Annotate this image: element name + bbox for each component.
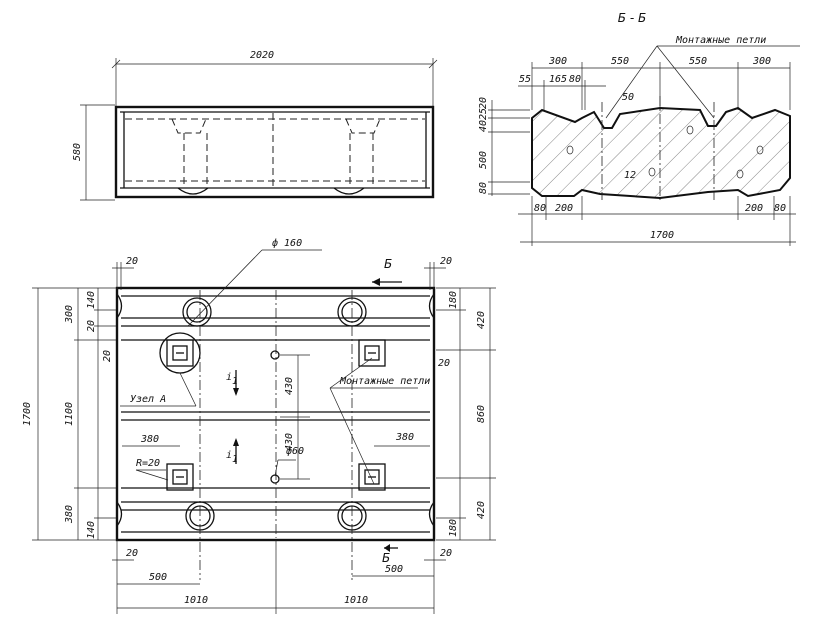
- hole-bottom-left: [185, 501, 215, 531]
- dim-right-180-bottom: 180: [448, 519, 459, 537]
- dim-500: 500: [478, 151, 489, 169]
- lifting-loop-tr: [358, 339, 386, 367]
- dim-165: 165: [549, 74, 567, 85]
- section-bb: Б - Б Монтажные петли 300 550 550 300 55…: [478, 11, 800, 246]
- dim-bottom-20-left: 20: [126, 548, 138, 559]
- plan-loops-label: Монтажные петли: [339, 376, 430, 387]
- dim-bottom-500-right: 500: [385, 564, 403, 575]
- dim-bottom-200-left: 200: [555, 203, 573, 214]
- dim-80: 80: [569, 74, 581, 85]
- hole-diameter-label: ф 160: [272, 237, 302, 249]
- dim-430-top: 430: [284, 377, 295, 395]
- section-loops-label: Монтажные петли: [675, 35, 766, 46]
- dim-left-380: 380: [64, 505, 75, 524]
- dim-bottom-500-left: 500: [149, 572, 167, 583]
- small-hole-label: ф60: [286, 445, 304, 457]
- axis-i1-top: i: [226, 372, 232, 383]
- dim-right-20: 20: [438, 358, 450, 369]
- dim-300-left: 300: [548, 56, 567, 67]
- dim-430-bottom: 430: [284, 433, 295, 451]
- section-mark-top: Б: [384, 257, 392, 271]
- dim-right-420-top: 420: [476, 311, 487, 329]
- dim-right-420-bottom: 420: [476, 501, 487, 519]
- axis-i1-bottom: i: [226, 450, 232, 461]
- dim-300-right: 300: [752, 56, 771, 67]
- small-hole-bottom: [270, 474, 280, 484]
- hole-top-right: [337, 297, 367, 327]
- dim-left-140-bottom: 140: [86, 521, 97, 539]
- dim-right-860: 860: [476, 405, 487, 423]
- dim-bottom-80-left: 80: [534, 203, 546, 214]
- lifting-loop-bl: [166, 463, 194, 491]
- axis-i1-bottom-sub: 1: [232, 454, 238, 465]
- dim-25: 25: [478, 108, 489, 120]
- dim-55: 55: [519, 74, 531, 85]
- small-hole-top: [270, 350, 280, 360]
- section-body: [531, 106, 791, 200]
- dim-top-20-right: 20: [440, 256, 452, 267]
- section-mark-bottom: Б: [382, 551, 390, 565]
- rebar-label: 12: [624, 170, 636, 181]
- hole-bottom-right: [337, 501, 367, 531]
- dim-40: 40: [478, 120, 489, 132]
- dim-left-140-top: 140: [86, 291, 97, 309]
- dim-bottom-80-right: 80: [774, 203, 786, 214]
- dim-left-300: 300: [64, 305, 75, 324]
- lifting-loop-br: [358, 463, 386, 491]
- dim-550-right: 550: [689, 56, 707, 67]
- lifting-loop-tl: [166, 339, 194, 367]
- dim-top-20-left: 20: [126, 256, 138, 267]
- dim-left-20-a: 20: [86, 320, 97, 332]
- top-elevation: 2020 580: [72, 50, 438, 201]
- plan-left-total: 1700: [22, 402, 33, 426]
- dim-bottom-200-right: 200: [745, 203, 763, 214]
- dim-left-1100: 1100: [64, 402, 75, 426]
- plan-view: ф 160 Б Б Узел А Монтажные петли i 1 i 1…: [22, 237, 496, 614]
- radius-label: R=20: [136, 458, 160, 469]
- node-a-label: Узел А: [130, 394, 166, 405]
- dim-80-left: 80: [478, 182, 489, 194]
- dim-right-180-top: 180: [448, 291, 459, 309]
- loop-offset-left: 380: [140, 434, 159, 445]
- top-height-dim: 580: [72, 143, 83, 161]
- dim-550-left: 550: [611, 56, 629, 67]
- axis-i1-top-sub: 1: [232, 376, 238, 387]
- section-title: Б - Б: [618, 11, 646, 25]
- loop-offset-right: 380: [395, 432, 414, 443]
- dim-total-1010-left: 1010: [184, 595, 208, 606]
- top-width-dim: 2020: [250, 50, 274, 61]
- dim-20: 20: [478, 97, 489, 109]
- dim-left-20-b: 20: [102, 350, 113, 362]
- section-total-dim: 1700: [650, 230, 674, 241]
- dim-bottom-20-right: 20: [440, 548, 452, 559]
- angle-label: 50: [622, 92, 634, 103]
- dim-total-1010-right: 1010: [344, 595, 368, 606]
- hole-top-left: [182, 297, 212, 327]
